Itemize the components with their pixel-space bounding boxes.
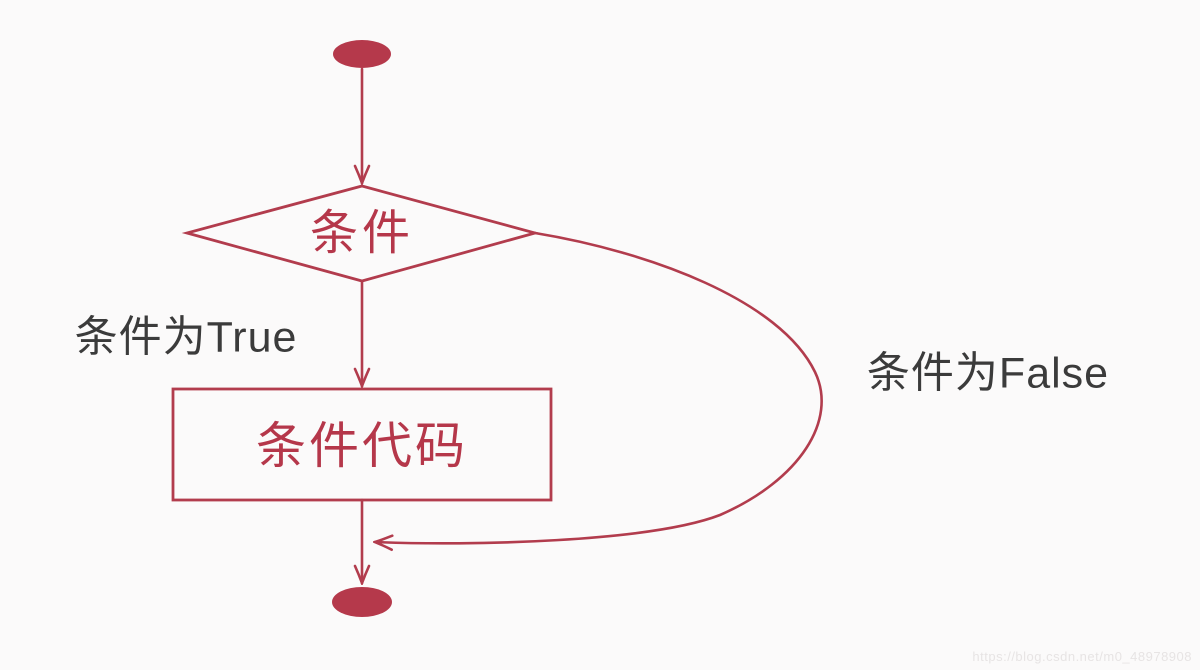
watermark: https://blog.csdn.net/m0_48978908 (972, 649, 1192, 664)
edge-false-curve (375, 231, 823, 543)
end-node (332, 587, 392, 617)
true-branch-label: 条件为True (74, 313, 298, 362)
condition-label: 条件 (309, 207, 415, 260)
body-label: 条件代码 (256, 418, 468, 474)
false-branch-label: 条件为False (866, 349, 1110, 398)
start-node (333, 40, 391, 68)
